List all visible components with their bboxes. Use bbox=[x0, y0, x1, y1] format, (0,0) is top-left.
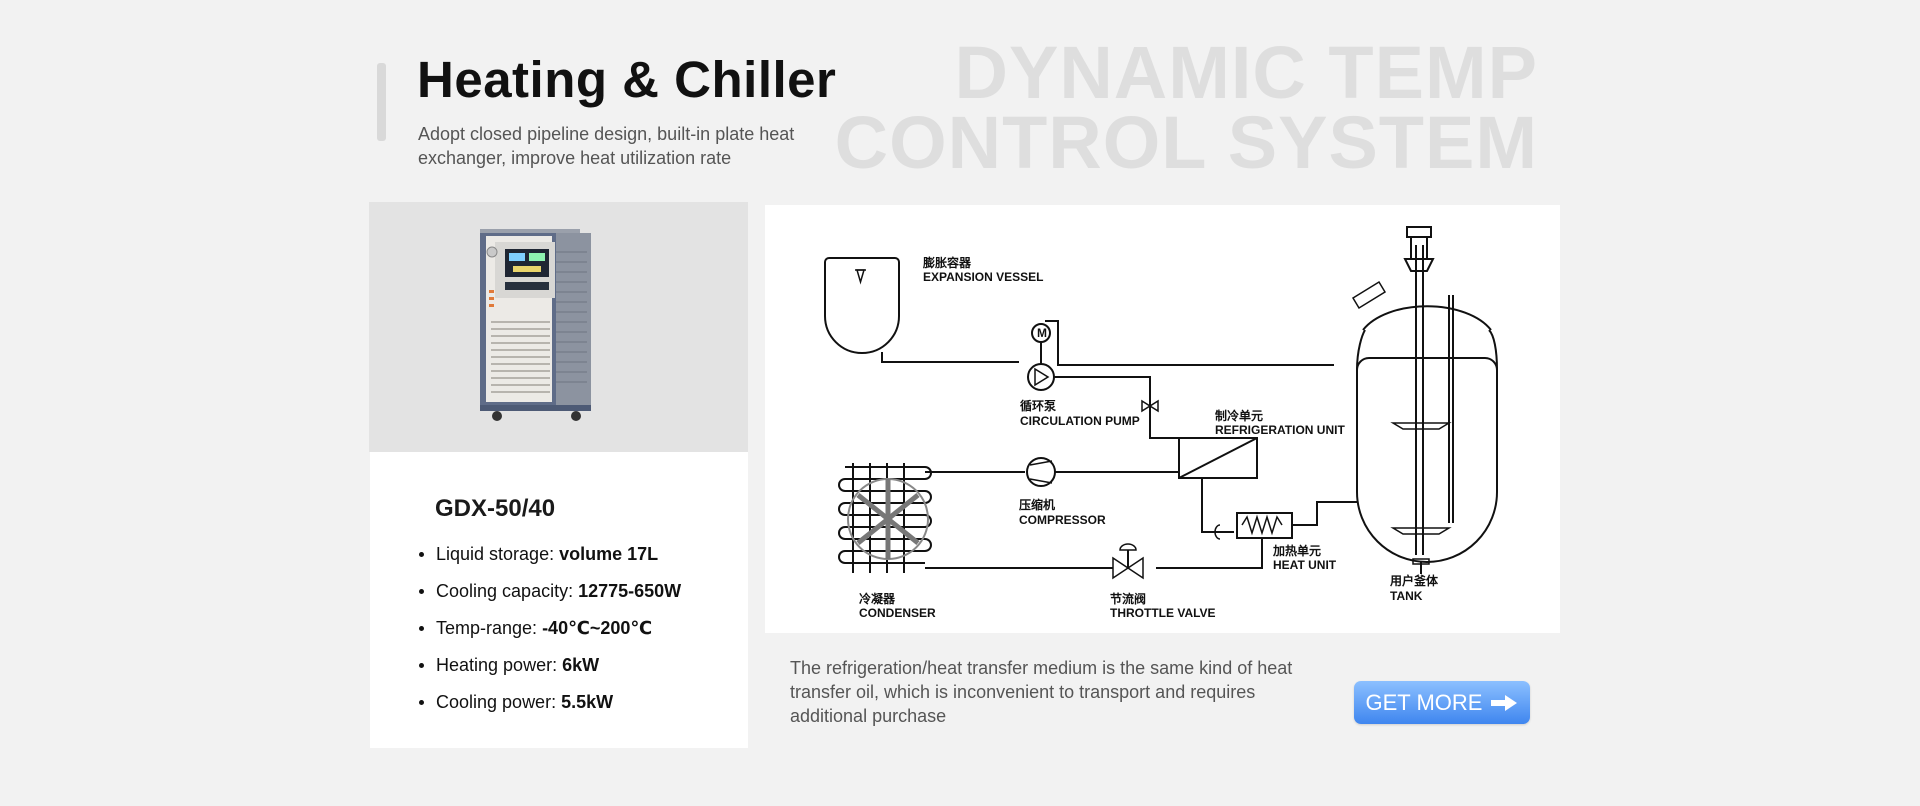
spec-item: Heating power: 6kW bbox=[418, 651, 681, 688]
tank-label-cn: 用户釜体 bbox=[1389, 573, 1439, 588]
watermark-line-2: CONTROL SYSTEM bbox=[834, 101, 1538, 184]
chiller-unit-icon bbox=[480, 229, 591, 421]
system-diagram-svg: 膨胀容器 EXPANSION VESSEL M 循环泵 CIRCULATION … bbox=[824, 226, 1498, 620]
spec-label: Cooling power: bbox=[436, 692, 562, 712]
spec-item: Cooling capacity: 12775-650W bbox=[418, 577, 681, 614]
circulation-pump-label-cn: 循环泵 bbox=[1020, 398, 1056, 413]
page-title: Heating & Chiller bbox=[417, 51, 837, 108]
medium-note: The refrigeration/heat transfer medium i… bbox=[790, 658, 1293, 726]
spec-list: Liquid storage: volume 17L Cooling capac… bbox=[418, 540, 681, 725]
throttle-valve-label-en: THROTTLE VALVE bbox=[1110, 606, 1216, 620]
spec-label: Liquid storage: bbox=[436, 544, 560, 564]
spec-value: -40℃~200℃ bbox=[542, 618, 653, 638]
spec-item: Liquid storage: volume 17L bbox=[418, 540, 681, 577]
refrigeration-unit-label-en: REFRIGERATION UNIT bbox=[1215, 423, 1345, 437]
get-more-label: GET MORE bbox=[1365, 689, 1483, 715]
throttle-valve-icon bbox=[1112, 556, 1144, 580]
tank-label-en: TANK bbox=[1390, 589, 1423, 603]
heat-unit-label-en: HEAT UNIT bbox=[1273, 558, 1337, 572]
spec-value: 5.5kW bbox=[561, 692, 614, 712]
expansion-vessel-label-en: EXPANSION VESSEL bbox=[923, 270, 1043, 284]
watermark-line-1: DYNAMIC TEMP bbox=[954, 31, 1538, 114]
arrow-right-icon bbox=[1491, 694, 1518, 711]
title-accent-bar bbox=[377, 63, 386, 141]
circulation-pump-label-en: CIRCULATION PUMP bbox=[1020, 414, 1140, 428]
expansion-vessel-label-cn: 膨胀容器 bbox=[922, 255, 972, 270]
expansion-vessel-icon bbox=[824, 257, 900, 354]
condenser-label-en: CONDENSER bbox=[859, 606, 936, 620]
spec-item: Temp-range: -40℃~200℃ bbox=[418, 614, 681, 651]
check-valve-icon bbox=[1141, 399, 1159, 413]
throttle-valve-label-cn: 节流阀 bbox=[1110, 591, 1146, 606]
watermark-text: DYNAMIC TEMP CONTROL SYSTEM bbox=[818, 31, 1538, 184]
spec-value: 6kW bbox=[562, 655, 600, 675]
spec-value: volume 17L bbox=[559, 544, 659, 564]
compressor-icon bbox=[1026, 457, 1056, 487]
pump-motor-label: M bbox=[1037, 326, 1047, 340]
refrigeration-unit-label-cn: 制冷单元 bbox=[1215, 408, 1263, 423]
model-name: GDX-50/40 bbox=[435, 495, 556, 522]
product-spec-card: GDX-50/40 Liquid storage: volume 17L Coo… bbox=[370, 452, 748, 748]
compressor-label-cn: 压缩机 bbox=[1019, 497, 1055, 512]
compressor-label-en: COMPRESSOR bbox=[1019, 513, 1106, 527]
system-diagram: 膨胀容器 EXPANSION VESSEL M 循环泵 CIRCULATION … bbox=[765, 205, 1560, 633]
spec-label: Temp-range: bbox=[436, 618, 543, 638]
condenser-label-cn: 冷凝器 bbox=[859, 591, 896, 606]
page-subtitle: Adopt closed pipeline design, built-in p… bbox=[418, 124, 795, 168]
spec-value: 12775-650W bbox=[578, 581, 682, 601]
spec-label: Heating power: bbox=[436, 655, 563, 675]
spec-label: Cooling capacity: bbox=[436, 581, 579, 601]
product-image bbox=[369, 202, 748, 452]
condenser-icon bbox=[838, 463, 932, 573]
spec-item: Cooling power: 5.5kW bbox=[418, 688, 681, 725]
tank-icon bbox=[1351, 226, 1498, 574]
get-more-button[interactable]: GET MORE bbox=[1354, 681, 1530, 724]
heat-unit-label-cn: 加热单元 bbox=[1272, 543, 1321, 558]
refrigeration-unit-icon bbox=[1178, 437, 1258, 479]
